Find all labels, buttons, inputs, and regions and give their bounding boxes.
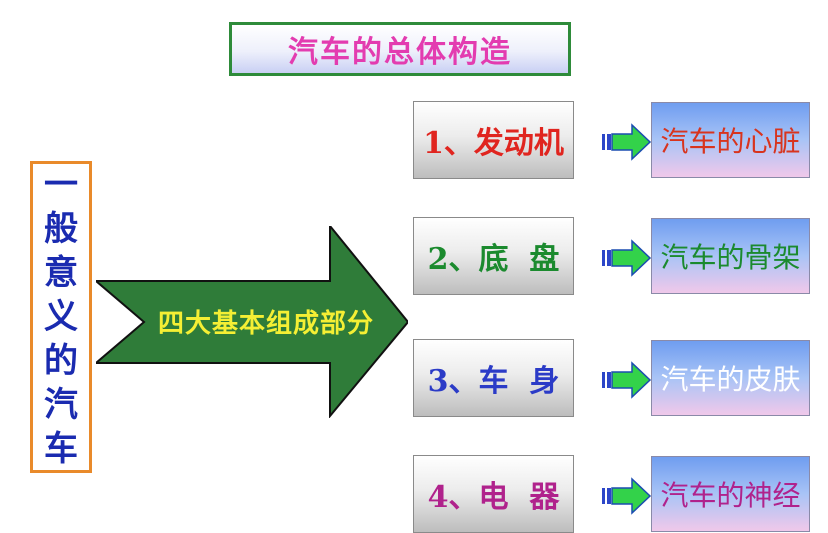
arrow-head — [611, 477, 652, 515]
arrow-head — [611, 361, 652, 399]
side-char-2: 般 — [44, 209, 78, 249]
part-box-body: 3、车 身 — [413, 339, 574, 417]
right-arrow-icon — [602, 239, 652, 277]
title-box: 汽车的总体构造 — [229, 22, 571, 76]
right-arrow-icon — [602, 477, 652, 515]
desc-label-body: 汽车的皮肤 — [660, 363, 801, 396]
arrow-tail-1 — [602, 134, 605, 150]
arrow-tail-1 — [602, 488, 605, 504]
side-char-4: 义 — [44, 297, 78, 337]
side-char-1: 一 — [44, 165, 78, 205]
arrow-head — [611, 123, 652, 161]
part-label-body: 3、车 身 — [427, 364, 560, 399]
right-arrow-icon — [602, 361, 652, 399]
arrow-tail-2 — [607, 250, 611, 266]
page-title: 汽车的总体构造 — [288, 35, 512, 70]
right-arrow-icon — [602, 123, 652, 161]
part-box-chassis: 2、底 盘 — [413, 217, 574, 295]
big-arrow-icon — [96, 226, 408, 418]
arrow-head — [611, 239, 652, 277]
side-char-3: 意 — [44, 253, 78, 293]
desc-box-chassis: 汽车的骨架 — [651, 218, 810, 294]
desc-label-chassis: 汽车的骨架 — [660, 241, 801, 274]
desc-box-engine: 汽车的心脏 — [651, 102, 810, 178]
part-box-engine: 1、发动机 — [413, 101, 574, 179]
side-label-box: 一 般 意 义 的 汽 车 — [30, 161, 92, 473]
part-label-engine: 1、发动机 — [423, 126, 564, 161]
part-label-electrical: 4、电 器 — [427, 480, 560, 515]
part-label-chassis: 2、底 盘 — [427, 242, 560, 277]
arrow-tail-2 — [607, 488, 611, 504]
desc-box-body: 汽车的皮肤 — [651, 340, 810, 416]
big-arrow-shape — [96, 226, 408, 418]
arrow-tail-1 — [602, 372, 605, 388]
arrow-tail-2 — [607, 134, 611, 150]
side-char-7: 车 — [44, 429, 78, 469]
desc-label-engine: 汽车的心脏 — [660, 125, 801, 158]
desc-label-electrical: 汽车的神经 — [660, 479, 801, 512]
arrow-label: 四大基本组成部分 — [157, 308, 374, 339]
side-char-6: 汽 — [44, 385, 78, 425]
arrow-tail-1 — [602, 250, 605, 266]
part-box-electrical: 4、电 器 — [413, 455, 574, 533]
side-char-5: 的 — [44, 341, 78, 381]
desc-box-electrical: 汽车的神经 — [651, 456, 810, 532]
arrow-tail-2 — [607, 372, 611, 388]
